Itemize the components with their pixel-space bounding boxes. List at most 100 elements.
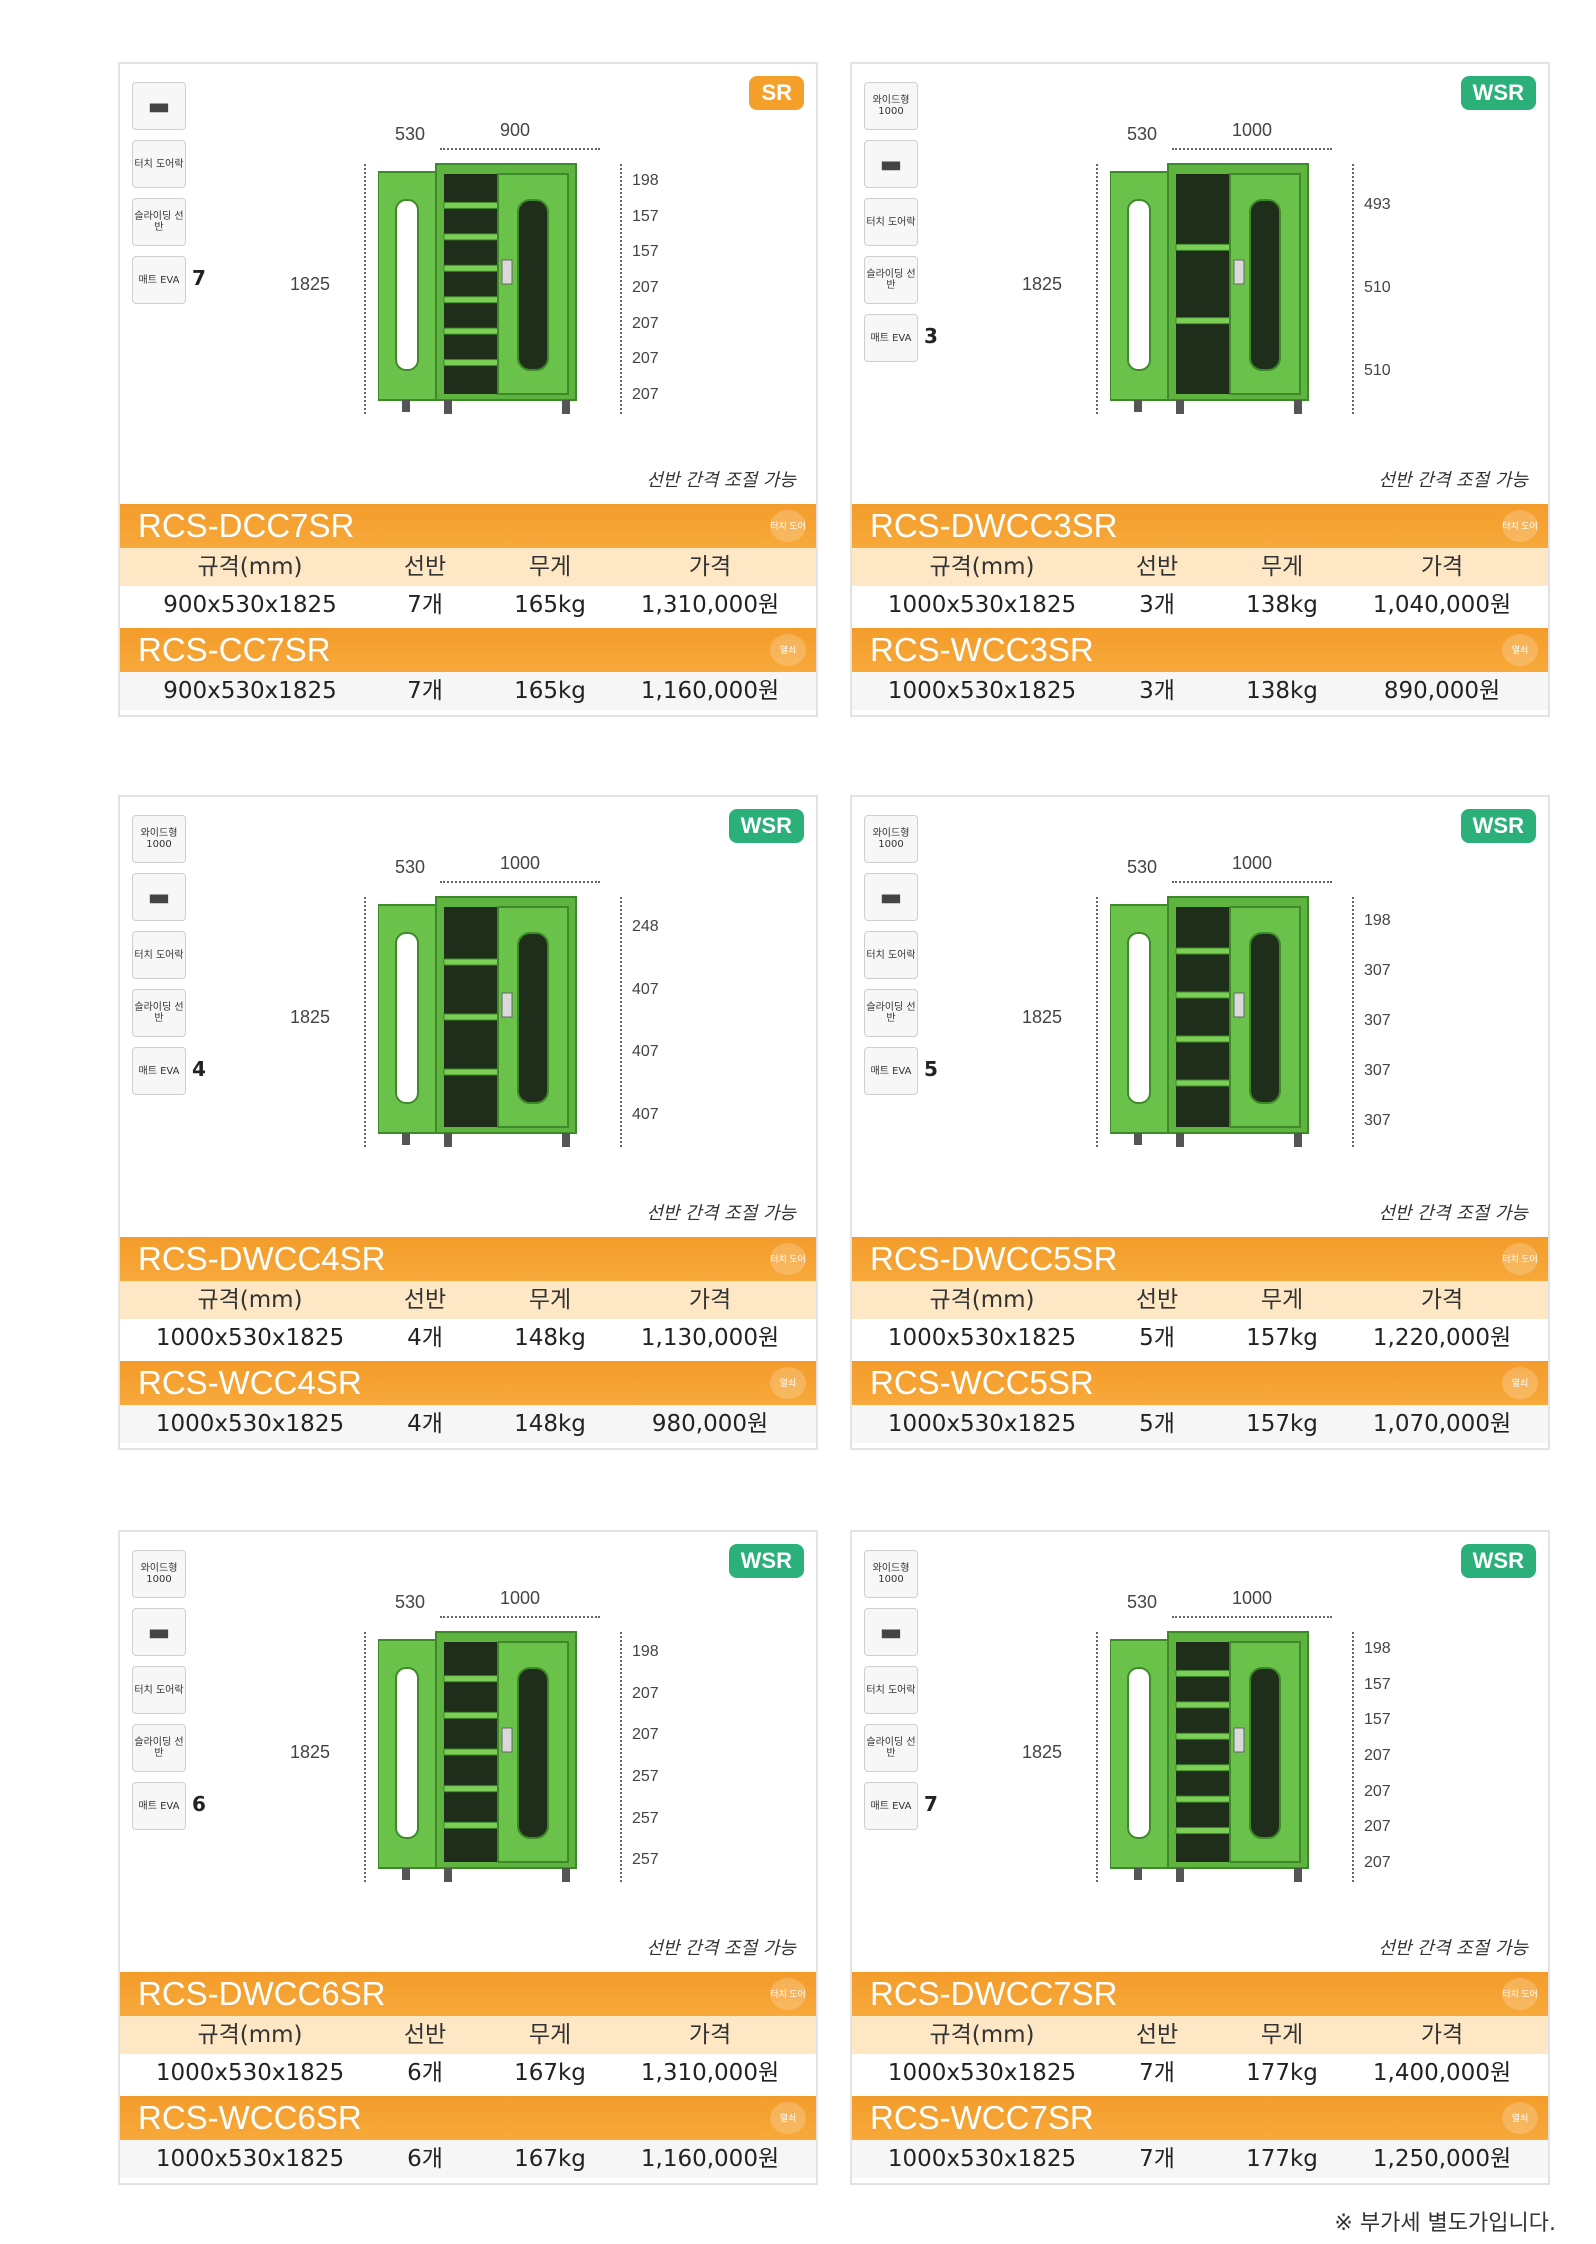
touch-lock-label: 터치 도어락 [866, 949, 916, 961]
height-guide [364, 164, 366, 414]
shelf-adjust-note: 선반 간격 조절 가능 [646, 1938, 796, 1959]
key-lock-tag: 열쇠 [1502, 634, 1538, 666]
cell-spec: 1000x530x1825 [887, 2060, 1077, 2086]
gap-guide [620, 1632, 622, 1882]
eva-mat-icon: 매트 EVA [132, 1047, 186, 1095]
cell-price: 1,220,000원 [1372, 1325, 1512, 1351]
height-dimension: 1825 [1022, 1742, 1063, 1762]
series-badge: WSR [728, 1544, 804, 1578]
monitor-icon: ▬ [864, 140, 918, 188]
header-price: 가격 [1420, 554, 1464, 580]
cell-price: 1,250,000원 [1372, 2146, 1512, 2172]
cabinet-illustration [377, 163, 577, 414]
cell-weight: 157kg [1246, 1325, 1318, 1351]
key-lock-tag: 열쇠 [770, 634, 806, 666]
mat-count: 7 [924, 1792, 938, 1816]
cell-price: 1,310,000원 [640, 592, 780, 618]
cell-weight: 148kg [514, 1325, 586, 1351]
cell-shelf: 6개 [407, 2060, 443, 2086]
wide-type-icon: 와이드형 1000 [132, 815, 186, 863]
cell-spec: 1000x530x1825 [887, 592, 1077, 618]
shelf-gap-label: 510 [1364, 362, 1391, 380]
cell-price: 1,130,000원 [640, 1325, 780, 1351]
monitor-icon: ▬ [132, 82, 186, 130]
shelf-adjust-note: 선반 간격 조절 가능 [1378, 1203, 1528, 1224]
gap-guide [1352, 1632, 1354, 1882]
shelf-gap-label: 207 [632, 279, 659, 296]
cell-spec: 1000x530x1825 [155, 1325, 345, 1351]
cell-weight: 165kg [514, 678, 586, 704]
shelf-adjust-note: 선반 간격 조절 가능 [1378, 470, 1528, 491]
touch-lock-label: 터치 도어락 [866, 1684, 916, 1696]
monitor-icon: ▬ [132, 1608, 186, 1656]
monitor-glyph: ▬ [879, 149, 903, 178]
gap-guide [620, 164, 622, 414]
cell-shelf: 4개 [407, 1411, 443, 1437]
depth-dimension: 530 [1127, 124, 1158, 144]
shelf-adjust-note: 선반 간격 조절 가능 [1378, 1938, 1528, 1959]
wide-type-icon: 와이드형 1000 [132, 1550, 186, 1598]
monitor-icon: ▬ [864, 1608, 918, 1656]
cell-price: 890,000원 [1383, 678, 1501, 704]
header-weight: 무게 [528, 1287, 572, 1313]
cell-weight: 177kg [1246, 2146, 1318, 2172]
header-price: 가격 [688, 2022, 732, 2048]
shelf-gap-label: 207 [1364, 1854, 1391, 1872]
monitor-icon: ▬ [864, 873, 918, 921]
shelf-gap-label: 307 [1364, 1012, 1391, 1029]
width-dimension: 1000 [1232, 120, 1273, 140]
touch-lock-tag: 터치 도어락 [770, 1243, 806, 1296]
header-weight: 무게 [1260, 2022, 1304, 2048]
depth-dimension: 530 [395, 124, 426, 144]
shelf-gap-label: 207 [1364, 1818, 1391, 1836]
series-badge: WSR [1460, 76, 1536, 110]
touch-lock-icon: 터치 도어락 [132, 140, 186, 188]
eva-mat-icon: 매트 EVA [864, 1047, 918, 1095]
monitor-glyph: ▬ [147, 882, 171, 911]
width-guide [1172, 881, 1332, 883]
cell-spec: 1000x530x1825 [887, 1325, 1077, 1351]
cell-shelf: 6개 [407, 2146, 443, 2172]
wide-type-icon: 와이드형 1000 [864, 815, 918, 863]
depth-dimension: 530 [1127, 857, 1158, 877]
header-price: 가격 [688, 1287, 732, 1313]
width-dimension: 900 [500, 120, 531, 140]
touch-lock-tag: 터치 도어락 [1502, 1978, 1538, 2031]
height-guide [1096, 897, 1098, 1147]
monitor-icon: ▬ [132, 873, 186, 921]
shelf-gap-label: 198 [632, 171, 659, 189]
cell-weight: 157kg [1246, 1411, 1318, 1437]
eva-mat-label: 매트 EVA [870, 1800, 912, 1812]
shelf-gap-label: 307 [1364, 1112, 1391, 1129]
series-badge: WSR [728, 809, 804, 843]
shelf-gap-label: 157 [1364, 1711, 1391, 1729]
wide-type-icon: 와이드형 1000 [864, 82, 918, 130]
wide-type-label: 와이드형 1000 [140, 1563, 178, 1585]
height-dimension: 1825 [1022, 274, 1063, 294]
height-dimension: 1825 [290, 274, 331, 294]
touch-lock-tag: 터치 도어락 [1502, 1243, 1538, 1296]
cell-weight: 167kg [514, 2060, 586, 2086]
eva-mat-label: 매트 EVA [138, 274, 180, 286]
cell-shelf: 5개 [1139, 1325, 1175, 1351]
header-spec: 규격(mm) [197, 2022, 303, 2048]
width-guide [1172, 148, 1332, 150]
header-spec: 규격(mm) [197, 554, 303, 580]
cell-spec: 1000x530x1825 [155, 2060, 345, 2086]
width-guide [1172, 1616, 1332, 1618]
cell-price: 980,000원 [651, 1411, 769, 1437]
